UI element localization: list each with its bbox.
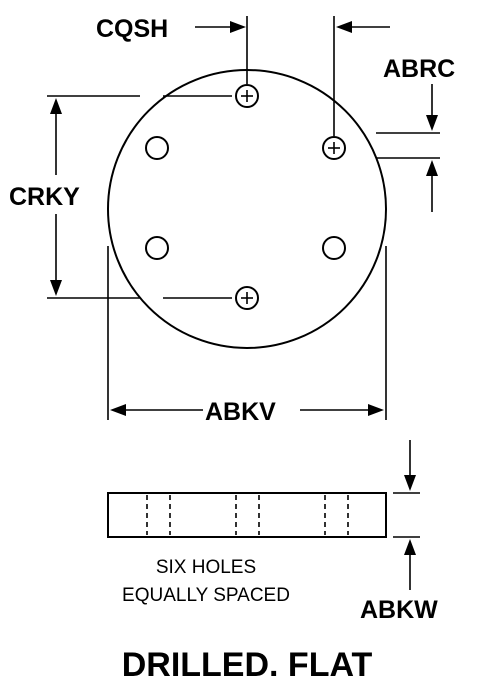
flat-outline-circle (107, 69, 387, 349)
hole-top-marked (235, 84, 259, 108)
note-line-2: EQUALLY SPACED (122, 585, 290, 606)
abkv-label: ABKV (205, 398, 276, 426)
holes-note: SIX HOLES EQUALLY SPACED (122, 557, 290, 606)
flat-side-rectangle (107, 492, 387, 538)
note-line-1: SIX HOLES (156, 557, 256, 578)
abrc-dimension: ABRC (333, 16, 455, 212)
crky-dimension: CRKY (9, 95, 232, 299)
cqsh-dimension: CQSH (96, 15, 248, 84)
hole-bottom-marked (235, 286, 259, 310)
abkw-dimension: ABKW (360, 440, 438, 624)
drawing-title: DRILLED. FLAT (122, 646, 373, 684)
hole-upper-right-marked (322, 136, 346, 160)
side-view (107, 492, 387, 538)
hole-lower-right (322, 236, 346, 260)
hole-lower-left (145, 236, 169, 260)
cqsh-label: CQSH (96, 15, 168, 43)
hole-upper-left (145, 136, 169, 160)
abrc-label: ABRC (383, 55, 455, 83)
crky-label: CRKY (9, 183, 80, 211)
abkw-label: ABKW (360, 596, 438, 624)
abkv-dimension: ABKV (107, 246, 387, 426)
top-view (107, 69, 387, 349)
